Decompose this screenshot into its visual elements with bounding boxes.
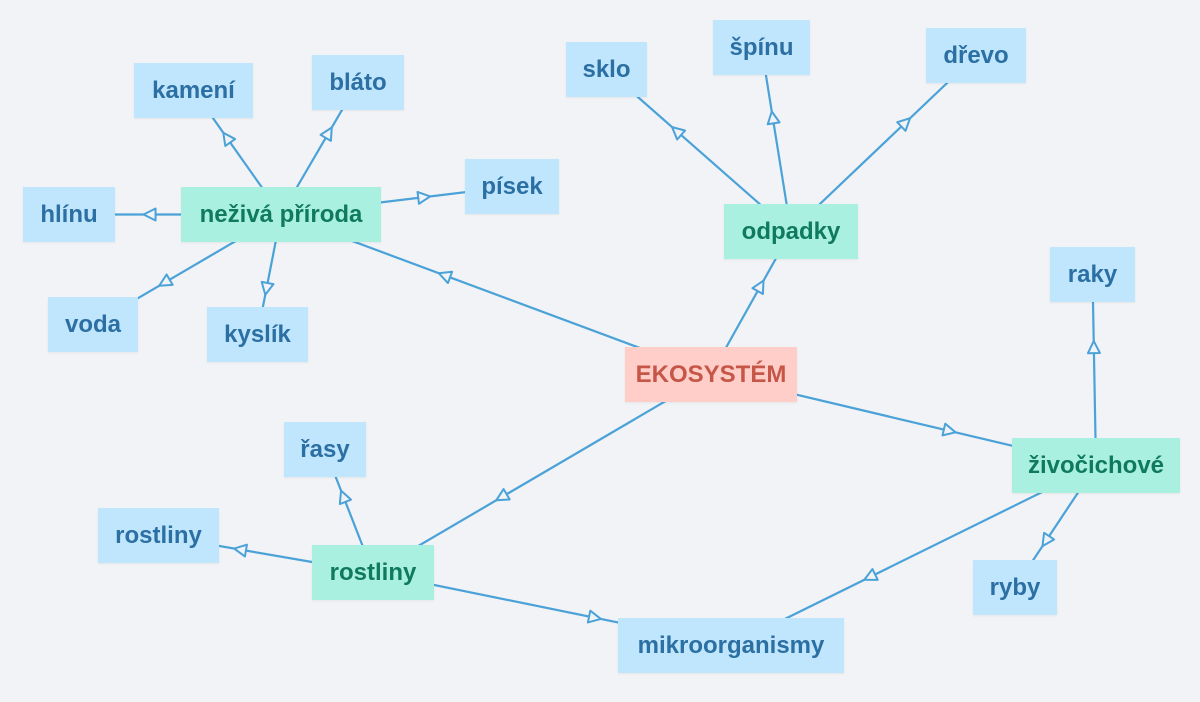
node-raky[interactable]: raky [1050, 247, 1135, 302]
node-ekosystem[interactable]: EKOSYSTÉM [625, 347, 797, 402]
edge-zivocichove-mikroorganismy [730, 464, 1097, 647]
node-blato[interactable]: bláto [312, 55, 404, 110]
arrowhead-zivocichove-ryby [1041, 531, 1056, 548]
arrowhead-odpadky-spinu [766, 110, 781, 126]
arrowhead-odpadky-sklo [671, 126, 687, 141]
node-mikroorganismy[interactable]: mikroorganismy [618, 618, 844, 673]
arrowhead-rostliny_mid-rostliny_leaf [233, 543, 248, 558]
arrowhead-neziva_priroda-voda [158, 273, 174, 287]
edge-odpadky-spinu [760, 47, 793, 232]
arrowhead-ekosystem-zivocichove [941, 422, 957, 437]
arrowhead-zivocichove-mikroorganismy [863, 568, 879, 581]
arrowhead-neziva_priroda-kyslik [260, 280, 275, 296]
node-kyslik[interactable]: kyslík [207, 307, 308, 362]
node-spinu[interactable]: špínu [713, 20, 810, 75]
arrowhead-ekosystem-odpadky [751, 279, 765, 296]
arrowhead-rostliny_mid-mikroorganismy [586, 609, 602, 624]
arrowhead-rostliny_mid-rasy [338, 489, 353, 506]
node-kameni[interactable]: kamení [134, 63, 253, 118]
node-zivocichove[interactable]: živočichové [1012, 438, 1180, 493]
node-odpadky[interactable]: odpadky [724, 204, 858, 259]
arrowhead-neziva_priroda-kameni [222, 131, 237, 147]
node-rasy[interactable]: řasy [284, 422, 366, 477]
arrowhead-zivocichove-raky [1086, 340, 1101, 355]
node-voda[interactable]: voda [48, 297, 138, 352]
node-neziva-priroda[interactable]: neživá příroda [181, 187, 381, 242]
node-rostliny-mid[interactable]: rostliny [312, 545, 434, 600]
node-ryby[interactable]: ryby [973, 560, 1057, 615]
node-drevo[interactable]: dřevo [926, 28, 1026, 83]
edge-zivocichove-raky [1091, 274, 1098, 466]
node-sklo[interactable]: sklo [566, 42, 647, 97]
edge-ekosystem-rostliny_mid [372, 373, 712, 574]
node-rostliny-leaf[interactable]: rostliny [98, 508, 219, 563]
arrowhead-neziva_priroda-hlinu [142, 207, 157, 222]
node-pisek[interactable]: písek [465, 159, 559, 214]
arrowhead-ekosystem-neziva_priroda [437, 270, 454, 285]
arrowhead-neziva_priroda-pisek [416, 190, 432, 205]
arrowhead-ekosystem-rostliny_mid [495, 488, 511, 502]
arrowhead-odpadky-drevo [896, 117, 912, 132]
arrowhead-neziva_priroda-blato [319, 126, 333, 142]
node-hlinu[interactable]: hlínu [23, 187, 115, 242]
edge-odpadky-drevo [790, 54, 977, 233]
